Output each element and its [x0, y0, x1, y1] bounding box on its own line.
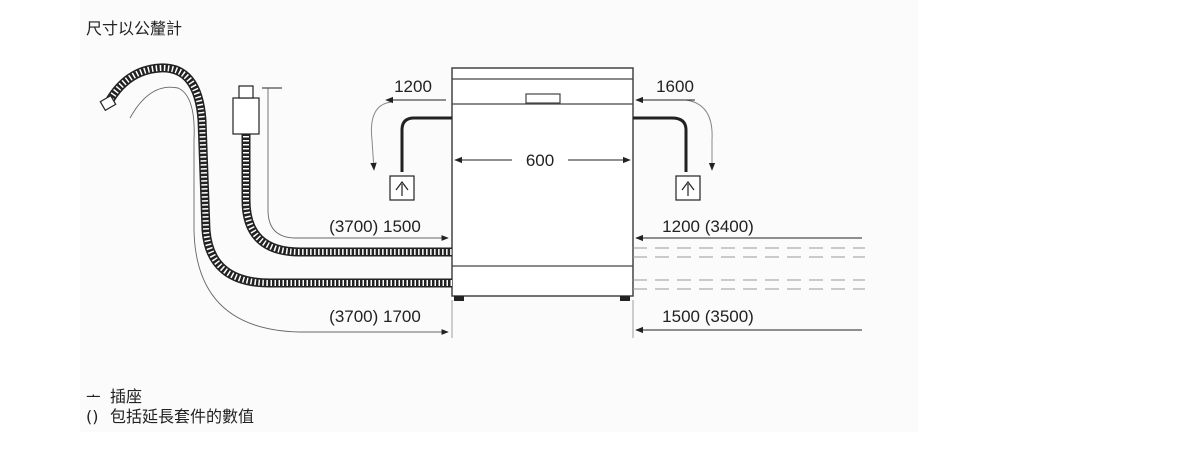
foot-right: [620, 296, 630, 301]
left-power-cable: 1200: [370, 77, 452, 201]
socket-icon-right: [675, 175, 701, 201]
right-top-label: 1600: [656, 77, 694, 96]
left-hose-upper-label: (3700) 1500: [329, 217, 421, 236]
legend-paren-label: 包括延長套件的數值: [110, 407, 254, 426]
legend-socket-symbol: ᅩ: [86, 387, 101, 406]
dishwasher: [451, 67, 634, 301]
left-top-label: 1200: [394, 77, 432, 96]
right-upper-label: 1200 (3400): [662, 217, 754, 236]
foot-left: [454, 296, 464, 301]
left-hoses: (3700) 1500 (3700) 1700: [99, 63, 453, 338]
right-power-cable: 1600: [633, 77, 716, 201]
legend-socket-label: 插座: [110, 387, 142, 406]
width-dimension: 600: [454, 151, 631, 170]
door-handle: [525, 93, 561, 104]
width-label: 600: [526, 151, 554, 170]
legend-paren-symbol: (): [86, 407, 98, 426]
left-hose-lower-label: (3700) 1700: [329, 307, 421, 326]
aquastop-valve: [232, 97, 260, 135]
right-extensions: 1200 (3400) 1500 (3500): [632, 217, 865, 338]
right-lower-label: 1500 (3500): [662, 307, 754, 326]
socket-icon: [389, 175, 415, 201]
page-title: 尺寸以公釐計: [86, 19, 182, 38]
legend: ᅩ 插座 () 包括延長套件的數值: [86, 387, 254, 426]
